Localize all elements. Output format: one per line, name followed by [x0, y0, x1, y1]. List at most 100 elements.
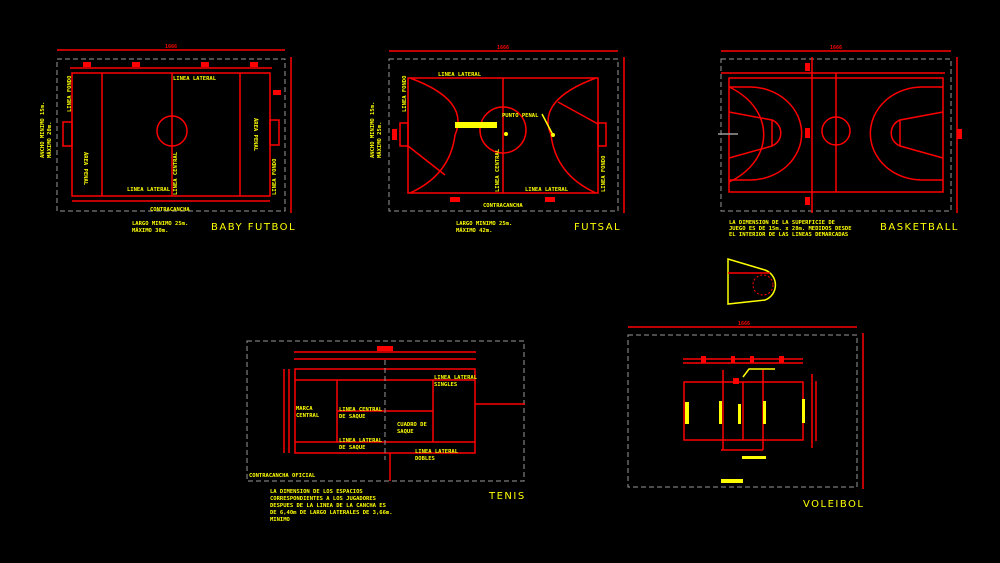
label-area-penal: ÁREA PENAL: [252, 118, 259, 152]
basketball-plan: 1666 LA DIMENSION DE LA SUPERFICIE DE JU…: [718, 45, 962, 305]
player-zone: [719, 401, 722, 424]
center-circle: [821, 116, 851, 146]
center-circle: [479, 106, 527, 154]
voleibol-plan: 1666 VOLEIBOL: [627, 321, 865, 510]
label-cuadro-saque: CUADRO DE: [397, 422, 427, 428]
length-note: LARGO MINIMO 25m.: [132, 221, 188, 227]
tenis-plan: LINEA LATERAL SINGLES MARCA CENTRAL LINE…: [246, 340, 526, 523]
bench-marker: [545, 197, 555, 202]
label-punto-penal: PUNTO PENAL: [502, 113, 539, 119]
tenis-note: DESPUES DE LA LINEA DE LA CANCHA ES: [270, 503, 386, 509]
bench-marker: [779, 356, 784, 363]
label-marca-central: MARCA: [296, 406, 313, 412]
contracancha-boundary: [627, 334, 858, 488]
free-throw-circle: [752, 274, 774, 296]
umpire-marker: [377, 346, 393, 351]
label-linea-fondo: LINEA FONDO: [272, 158, 278, 195]
label-central-saque: DE SAQUE: [339, 414, 366, 420]
bench-marker: [392, 129, 397, 140]
futsal-plan: 1666 LINEA LATERAL LINEA LATERAL LINEA F…: [370, 45, 625, 234]
dimension-label: 1666: [830, 45, 842, 51]
key-area: [890, 111, 944, 159]
bench-marker: [805, 63, 810, 71]
length-note: MÁXIMO 42m.: [456, 227, 492, 234]
length-note: MÁXIMO 30m.: [132, 227, 168, 234]
bench-marker: [750, 356, 754, 363]
title-baby-futbol: BABY FUTBOL: [211, 222, 296, 233]
player-zone: [685, 402, 689, 424]
bench-marker: [805, 197, 810, 205]
title-basketball: BASKETBALL: [880, 222, 959, 233]
half-court-detail: [727, 257, 777, 305]
key-detail: [727, 257, 777, 305]
tenis-note: MINIMO: [270, 517, 291, 523]
label-lateral-dobles: LINEA LATERAL: [415, 449, 459, 455]
label-central-saque: LINEA CENTRAL: [339, 407, 383, 413]
contracancha-boundary: [720, 58, 952, 212]
label-area-penal: ÁREA PENAL: [82, 152, 89, 186]
width-note: ANCHO MINIMO 15m.: [370, 102, 376, 158]
title-voleibol: VOLEIBOL: [803, 499, 865, 510]
label-linea-central: LINEA CENTRAL: [495, 148, 501, 192]
label-contracancha: CONTRACANCHA: [483, 203, 523, 209]
label-linea-fondo: LINEA FONDO: [67, 75, 73, 112]
penalty-area: [547, 77, 597, 194]
tenis-note: DE 6,40m DE LARGO LATERALES DE 3,66m.: [270, 510, 393, 516]
basketball-note: LA DIMENSION DE LA SUPERFICIE DE: [729, 220, 835, 226]
goal: [399, 122, 409, 147]
label-marca-central: CENTRAL: [296, 413, 320, 419]
bench-marker: [957, 129, 962, 139]
label-lateral-dobles: DOBLES: [415, 456, 435, 462]
bench-marker: [805, 128, 810, 138]
title-tenis: TENIS: [488, 491, 526, 502]
label-lateral-singles: SINGLES: [434, 382, 457, 388]
label-contracancha: CONTRACANCHA: [150, 207, 190, 213]
tenis-note: CORRESPONDIENTES A LOS JUGADORES: [270, 496, 376, 502]
label-lateral-saque: DE SAQUE: [339, 445, 366, 451]
contracancha-boundary: [56, 58, 286, 212]
player-zone: [738, 404, 741, 424]
three-point-arc: [869, 86, 943, 181]
goal: [597, 122, 607, 147]
label-linea-lateral: LINEA LATERAL: [525, 187, 569, 193]
bench-marker: [83, 62, 91, 67]
label-linea-fondo: LINEA FONDO: [601, 155, 607, 192]
dimension-label: 1666: [165, 44, 177, 50]
penalty-radius: [407, 145, 446, 176]
label-cuadro-saque: SAQUE: [397, 429, 414, 435]
baby-futbol-plan: 1666 LINEA LATERAL LINEA LATERAL LINEA F…: [40, 44, 296, 234]
width-note: MÁXIMO 25m.: [376, 122, 383, 158]
penalty-radius: [557, 101, 599, 125]
referee-leader: [742, 368, 775, 378]
bench-zone: [455, 122, 497, 128]
bench-marker: [250, 62, 258, 67]
penalty-spot: [504, 132, 508, 136]
penalty-area: [409, 77, 459, 194]
label-linea-lateral: LINEA LATERAL: [127, 187, 171, 193]
width-note: ANCHO MINIMO 15m.: [40, 102, 46, 158]
label-lateral-singles: LINEA LATERAL: [434, 375, 478, 381]
label-contracancha: CONTRACANCHA OFICIAL: [249, 473, 316, 479]
dimension-label: 1666: [738, 321, 750, 327]
bench-marker: [701, 356, 706, 363]
center-circle: [156, 115, 188, 147]
basketball-note: JUEGO ES DE 15m. x 28m. MEDIDOS DESDE: [729, 226, 852, 232]
tenis-note: LA DIMENSION DE LOS ESPACIOS: [270, 489, 363, 495]
bench-marker: [450, 197, 460, 202]
leader-line: [541, 113, 554, 136]
label-linea-lateral: LINEA LATERAL: [173, 76, 217, 82]
label-linea-fondo: LINEA FONDO: [402, 75, 408, 112]
label-lateral-saque: LINEA LATERAL: [339, 438, 383, 444]
player-zone: [763, 401, 766, 424]
bench-marker: [733, 378, 739, 384]
bench-marker: [132, 62, 140, 67]
three-point-arc: [729, 86, 803, 181]
dimension-label: 1666: [497, 45, 509, 51]
label-linea-lateral: LINEA LATERAL: [438, 72, 482, 78]
player-zone: [802, 399, 805, 423]
goal: [269, 119, 280, 146]
referee-zone: [742, 456, 766, 459]
basketball-note: EL INTERIOR DE LAS LINEAS DEMARCADAS: [729, 232, 848, 238]
contracancha-boundary: [246, 340, 525, 482]
